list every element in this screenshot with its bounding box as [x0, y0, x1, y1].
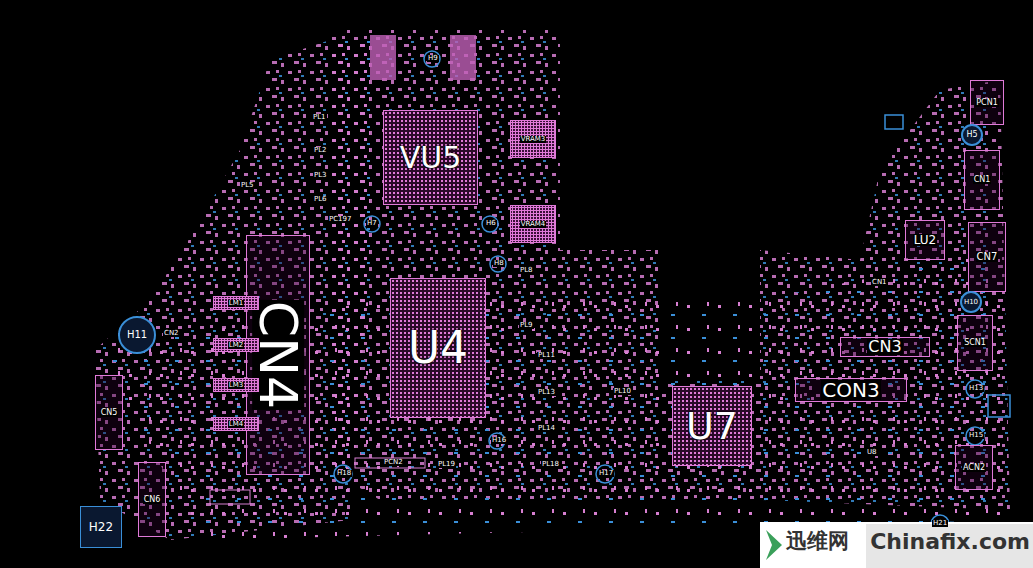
mounting-hole: H10 — [960, 291, 982, 313]
part-designator: VRAM3 — [520, 136, 547, 143]
part-designator: CN4 — [252, 300, 304, 410]
component-outline: CN6 — [138, 462, 166, 537]
component-outline: CON3 — [795, 378, 907, 402]
ic-chip: VU5 — [383, 110, 478, 205]
component-outline: LU2 — [905, 220, 945, 260]
part-label: H16 — [491, 437, 507, 444]
part-label: PL5 — [240, 182, 255, 189]
part-designator: LM4 — [228, 421, 244, 428]
part-label: PL19 — [437, 461, 456, 468]
part-label: H15 — [968, 432, 984, 439]
part-label: PL10 — [613, 388, 632, 395]
part-designator: VRAM4 — [520, 221, 547, 228]
component-outline: CN1 — [964, 150, 1000, 210]
component-outline: SCN1 — [957, 315, 993, 371]
part-designator: CN5 — [100, 409, 119, 417]
part-designator: CON3 — [821, 380, 880, 400]
part-designator: LM2 — [228, 342, 244, 349]
part-label: U8 — [866, 449, 878, 456]
component-outline: CN3 — [840, 337, 930, 357]
part-designator: H11 — [127, 330, 147, 340]
component-outline: VRAM4 — [510, 205, 556, 243]
part-label: PL8 — [519, 267, 534, 274]
part-label: CN1 — [871, 279, 888, 286]
part-label: PL2 — [313, 147, 328, 154]
part-label: H9 — [427, 55, 439, 62]
part-label: H6 — [485, 220, 497, 227]
component-outline: CN5 — [95, 375, 123, 450]
part-designator: H5 — [966, 131, 977, 139]
mounting-hole: H5 — [961, 124, 983, 146]
part-label: PL18 — [541, 461, 560, 468]
part-designator: LM3 — [228, 382, 244, 389]
part-designator: H22 — [89, 521, 113, 533]
part-designator: SCN1 — [963, 339, 987, 347]
part-designator: CN1 — [973, 176, 992, 184]
part-label: PL11 — [537, 352, 556, 359]
part-designator: LU2 — [913, 234, 938, 246]
part-designator: PCN1 — [975, 99, 998, 107]
part-designator: VU5 — [400, 143, 462, 173]
part-designator: U7 — [686, 407, 738, 445]
part-label: H21 — [932, 520, 948, 527]
part-designator: ACN2 — [962, 464, 986, 472]
mounting-hole: H22 — [80, 506, 122, 548]
part-label: H7 — [366, 220, 378, 227]
part-label: H13 — [968, 385, 984, 392]
part-label: PL6 — [313, 196, 328, 203]
part-label: PL9 — [519, 322, 534, 329]
mounting-hole: H11 — [118, 316, 156, 354]
part-label: PL13 — [537, 389, 556, 396]
part-label: PL3 — [313, 172, 328, 179]
part-designator: H10 — [964, 299, 978, 306]
part-label: H8 — [493, 260, 505, 267]
part-label: PCN2 — [383, 459, 404, 466]
component-outline: CN4 — [246, 235, 310, 475]
watermark: Chinafix.com — [870, 531, 1030, 553]
component-outline: ACN2 — [955, 445, 993, 490]
component-outline: LM4 — [213, 417, 259, 431]
component-outline: PCN1 — [970, 80, 1004, 125]
component-outline: LM1 — [213, 296, 259, 310]
watermark: 迅维网 — [786, 531, 849, 552]
component-outline: LM2 — [213, 338, 259, 352]
ic-chip: U4 — [390, 278, 486, 418]
part-label: PL14 — [537, 425, 556, 432]
part-label: CN2 — [163, 330, 180, 337]
part-designator: LM1 — [228, 300, 244, 307]
part-label: H17 — [598, 470, 614, 477]
component-outline: VRAM3 — [510, 120, 556, 158]
part-label: PL1 — [312, 114, 327, 121]
part-designator: U4 — [408, 326, 468, 370]
ic-chip: U7 — [672, 386, 752, 466]
component-outline: CN7 — [968, 222, 1006, 292]
part-label: H18 — [336, 470, 352, 477]
component-outline: LM3 — [213, 378, 259, 392]
part-designator: CN7 — [976, 252, 999, 262]
part-label: PC197 — [328, 216, 352, 223]
part-designator: CN3 — [867, 339, 902, 355]
part-designator: CN6 — [143, 496, 162, 504]
